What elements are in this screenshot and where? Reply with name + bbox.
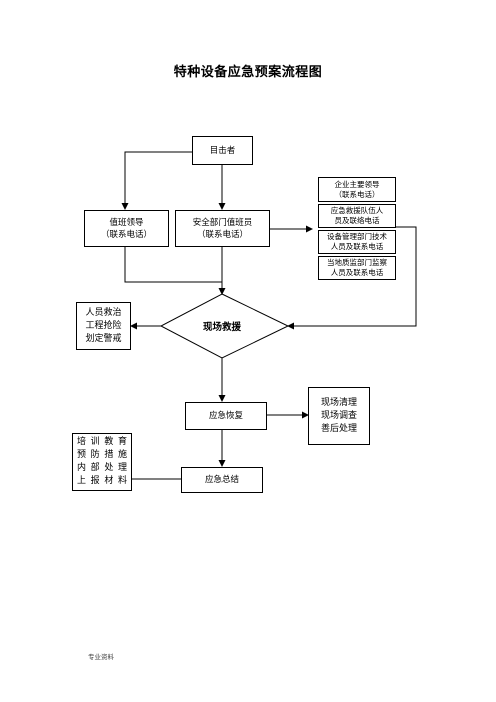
footer-text: 专业资料 — [88, 653, 114, 661]
contact-box-rescue-team: 应急救援队伍人 员及联络电话 — [318, 204, 396, 228]
duty-leader-box: 值班领导 （联系电话） — [84, 210, 169, 247]
page-title: 特种设备应急预案流程图 — [173, 65, 323, 80]
summary-box: 应急总结 — [181, 467, 263, 493]
recovery-box: 应急恢复 — [185, 402, 267, 430]
contact-quality-inspection-phone: 人员及联系电话 — [330, 268, 384, 277]
contact-leadership-phone: （联系电话） — [334, 189, 380, 199]
contact-rescue-team-phone: 员及联络电话 — [334, 216, 380, 225]
contact-box-equipment-dept: 设备管理部门技术 人员及联系电话 — [318, 230, 396, 254]
arrow-witness-to-duty-leader — [121, 151, 192, 210]
safety-officer-label: 安全部门值班员 — [192, 217, 253, 228]
training-box: 培训教育 预防措施 内部处理 上报材料 — [72, 433, 132, 491]
aftermath-investigation: 现场调查 — [320, 410, 357, 421]
arrow-duty-leader-to-rescue — [124, 247, 222, 283]
arrow-contacts-to-rescue — [287, 226, 417, 330]
contact-rescue-team-label: 应急救援队伍人 — [330, 206, 384, 215]
contact-leadership-label: 企业主要领导 — [334, 179, 380, 189]
recovery-label: 应急恢复 — [208, 411, 243, 421]
rescue-action-cordon: 划定警戒 — [85, 333, 122, 344]
rescue-actions-box: 人员救治 工程抢险 划定警戒 — [76, 302, 131, 350]
contact-box-leadership: 企业主要领导 （联系电话） — [318, 177, 396, 202]
witness-box: 目击者 — [192, 136, 253, 165]
contact-equipment-dept-phone: 人员及联系电话 — [330, 242, 384, 251]
training-internal: 内部处理 — [77, 463, 127, 473]
diamond-onsite-rescue — [159, 293, 290, 359]
aftermath-box: 现场清理 现场调查 善后处理 — [308, 387, 370, 445]
training-education: 培训教育 — [77, 437, 127, 447]
training-report: 上报材料 — [77, 476, 127, 486]
aftermath-handling: 善后处理 — [320, 423, 357, 434]
duty-leader-label: 值班领导 — [109, 217, 144, 228]
onsite-rescue-label: 现场救援 — [202, 322, 241, 333]
summary-label: 应急总结 — [204, 475, 239, 485]
rescue-action-treatment: 人员救治 — [85, 307, 122, 318]
witness-label: 目击者 — [209, 145, 236, 156]
contact-quality-inspection-label: 当地质监部门监察 — [327, 258, 387, 267]
duty-leader-phone: （联系电话） — [100, 229, 152, 240]
contact-box-quality-inspection: 当地质监部门监察 人员及联系电话 — [318, 256, 396, 280]
safety-officer-box: 安全部门值班员 （联系电话） — [175, 210, 270, 247]
safety-officer-phone: （联系电话） — [196, 229, 248, 240]
rescue-action-engineering: 工程抢险 — [85, 320, 122, 331]
aftermath-cleanup: 现场清理 — [320, 397, 357, 408]
training-prevention: 预防措施 — [77, 450, 127, 460]
contact-equipment-dept-label: 设备管理部门技术 — [327, 232, 387, 241]
